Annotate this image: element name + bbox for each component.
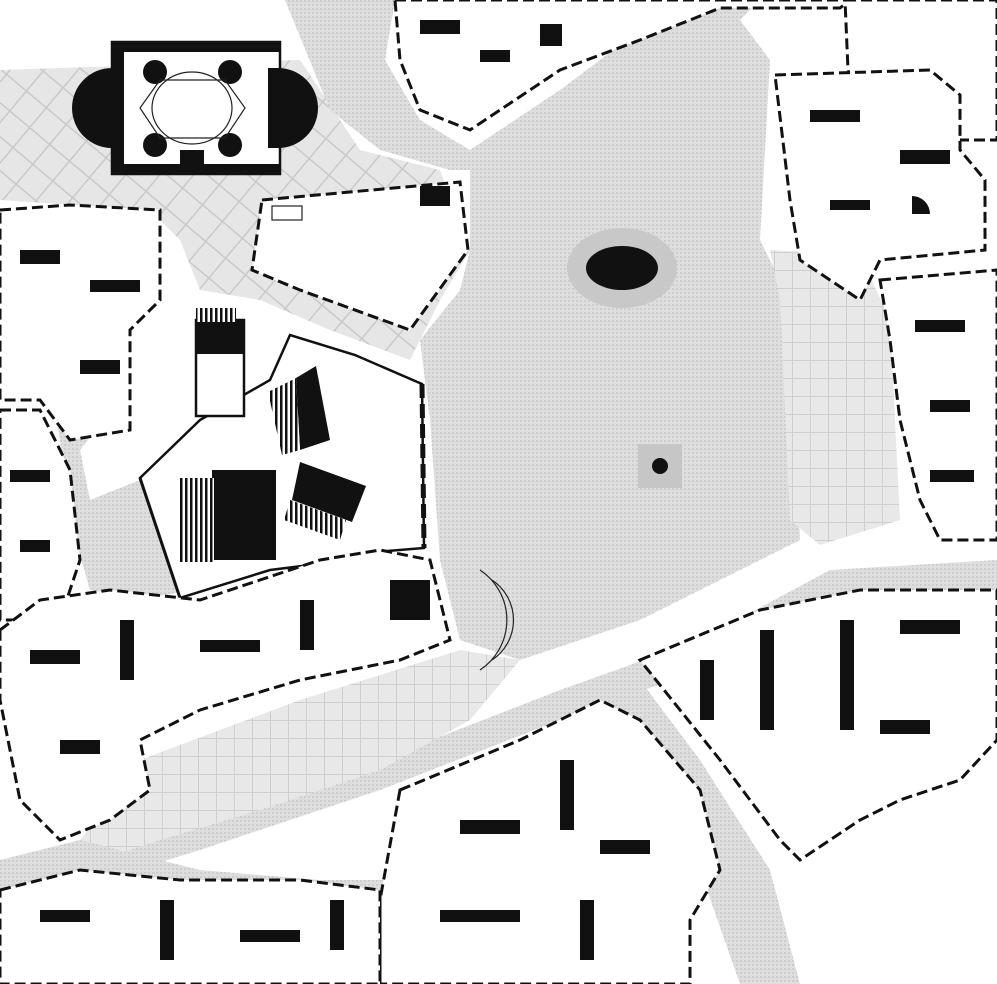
church-building (72, 40, 318, 176)
tower-top (196, 320, 244, 354)
building-hall-lower-stripes (284, 500, 346, 540)
building-hall-main (212, 470, 276, 560)
main-boulevard (60, 560, 997, 890)
piazza-arc (479, 569, 508, 671)
fountain (586, 246, 658, 290)
building-hall-upper-stripes (268, 378, 300, 455)
east-paved-band (770, 250, 900, 545)
main-piazza (420, 20, 800, 660)
building-hall-main-stripes (180, 478, 214, 562)
piazza-arc-inner (491, 579, 514, 661)
central-building (138, 308, 427, 600)
fan-pavilion (250, 180, 470, 332)
building-hall-lower (292, 462, 366, 522)
north-street (285, 0, 760, 170)
building-hall-upper (296, 366, 330, 450)
monument (652, 458, 668, 474)
boulevard-paving (80, 650, 520, 860)
piazza-features (567, 228, 682, 488)
